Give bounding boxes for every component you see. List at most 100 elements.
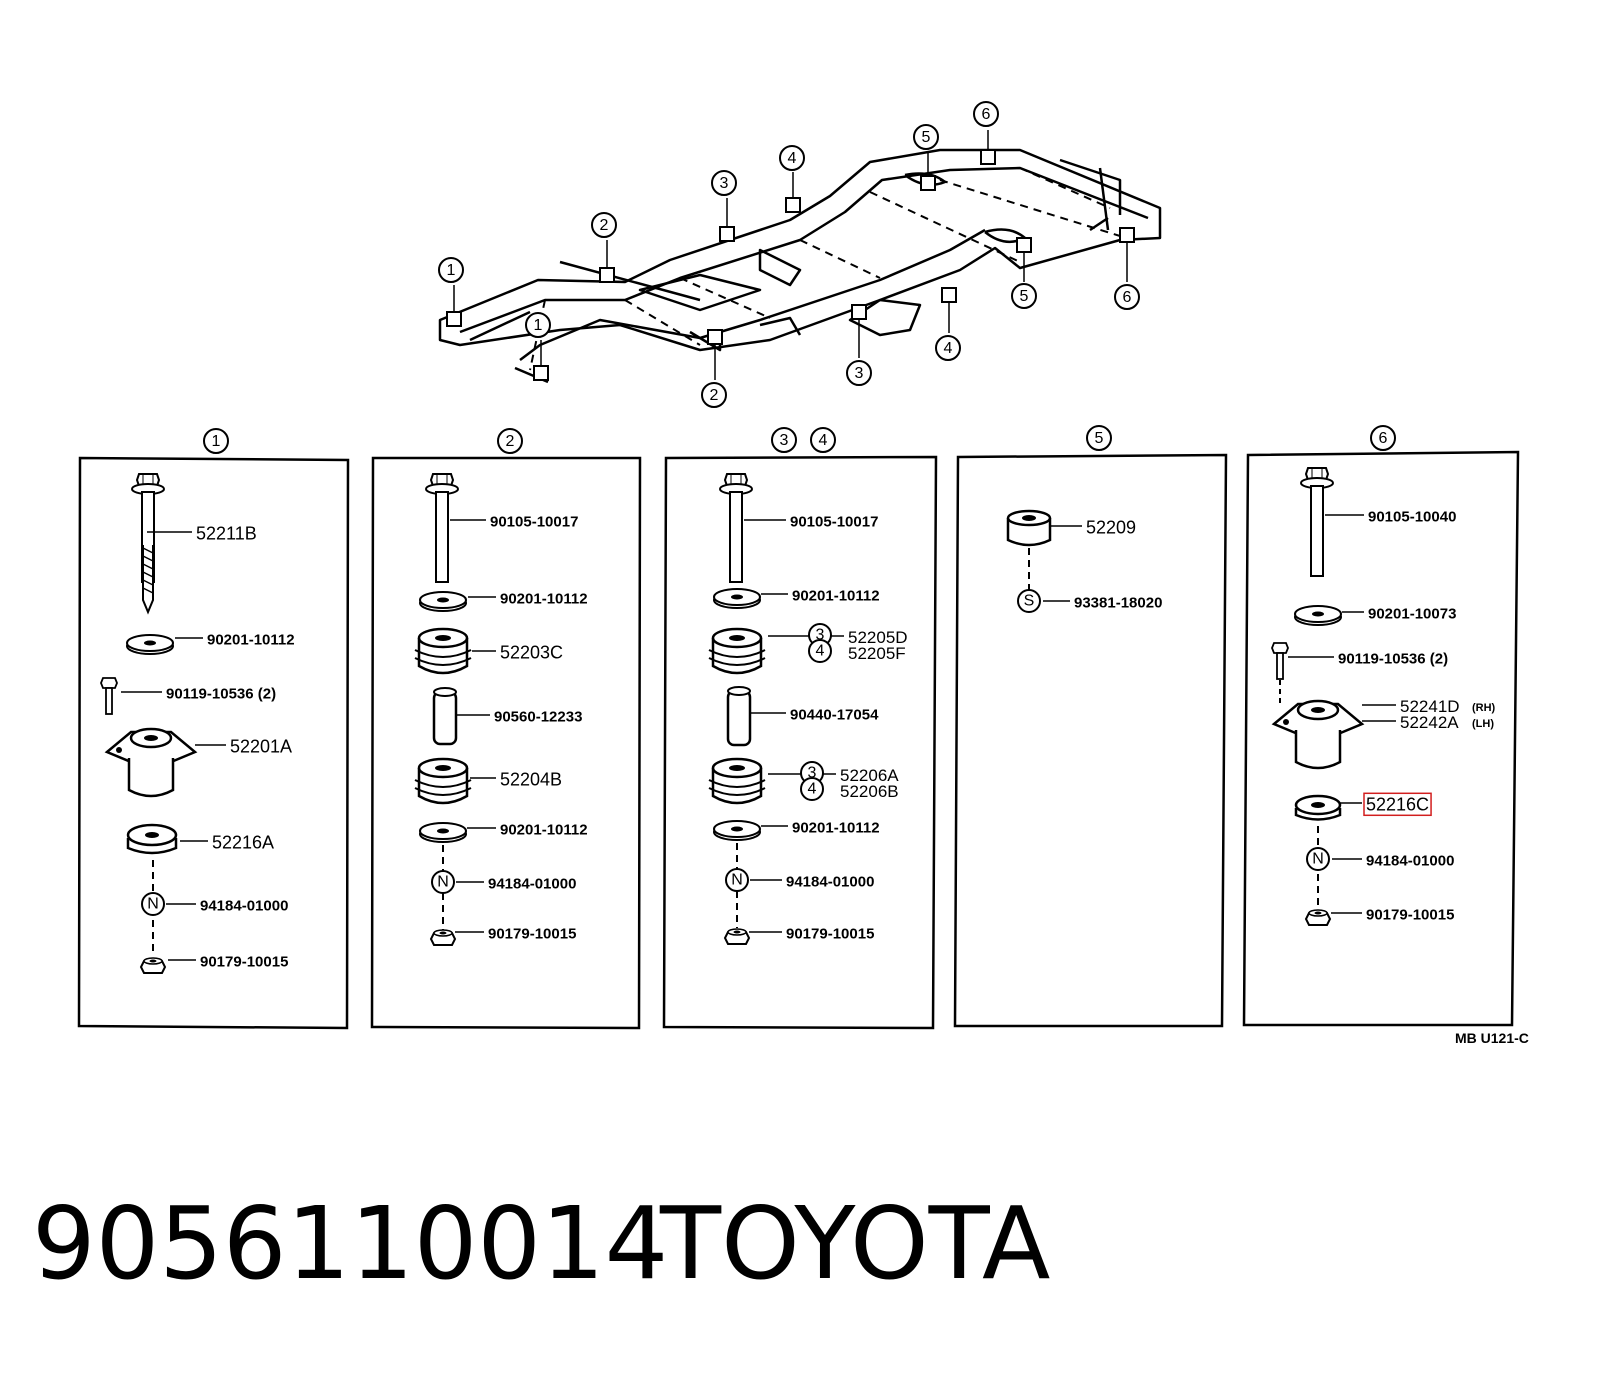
part-number-label: 52203C (500, 642, 563, 662)
part-number-label: 52205D (848, 628, 908, 647)
part-number-label: 52216A (212, 832, 274, 852)
symbol-n-icon: N (1306, 847, 1330, 871)
part-number-label: 94184-01000 (488, 875, 576, 892)
part-label: 52209 (1050, 517, 1136, 537)
position-mark-4: 4 (800, 777, 824, 801)
callout-number: 6 (1379, 430, 1388, 447)
callout-circle (725, 868, 749, 892)
part-number-label: 52204B (500, 769, 562, 789)
part-label: 52242A (LH) (1362, 713, 1494, 732)
frame-callout-2: 2 (701, 382, 727, 408)
part-number-label: 90201-10112 (500, 590, 588, 607)
part-label: 90179-10015 (168, 953, 288, 970)
callout-circle (973, 101, 999, 127)
part-label: 52201A (195, 736, 292, 756)
callout-circle (1114, 284, 1140, 310)
part-label: S 93381-18020 (1017, 589, 1162, 613)
callout-circle (1017, 589, 1041, 613)
side-label: (LH) (1472, 718, 1494, 730)
part-label: 52211B (147, 523, 257, 543)
callout-circle (935, 335, 961, 361)
part-number-label: 90560-12233 (494, 708, 582, 725)
callout-circle (913, 124, 939, 150)
part-label: 90201-10112 (175, 631, 295, 648)
part-label: 52216A (180, 832, 274, 852)
panel-header-1: 1 (203, 428, 229, 454)
callout-number: 3 (816, 627, 825, 644)
frame-callout-3: 3 (711, 170, 737, 196)
frame-mount-studs (446, 149, 1135, 381)
callout-number: N (437, 874, 449, 891)
part-label: 52241D(RH) (1362, 697, 1496, 716)
callout-circle (800, 777, 824, 801)
part-number-label: 52201A (230, 736, 292, 756)
callout-number: N (147, 896, 159, 913)
callout-number: 4 (808, 781, 817, 798)
part-number-label: 90201-10112 (500, 821, 588, 838)
part-label: 90105-10040 (1325, 508, 1456, 525)
part-label: 90105-10017 (450, 513, 578, 530)
callout-number: 4 (788, 150, 797, 167)
part-label: 90179-10015 (1331, 906, 1454, 923)
part-number-label: 90119-10536 (2) (1338, 650, 1448, 667)
frame-callout-6: 6 (973, 101, 999, 127)
part-label: 52216C (1340, 792, 1432, 817)
frame-callout-4: 4 (935, 335, 961, 361)
callout-circle (771, 427, 797, 453)
frame-hidden-lines (529, 167, 1121, 371)
part-number-label: 94184-01000 (786, 873, 874, 890)
frame-callout-4: 4 (779, 145, 805, 171)
callout-number: 4 (816, 643, 825, 660)
part-label: 90105-10017 (744, 513, 878, 530)
callout-number: S (1024, 593, 1035, 610)
callout-number: 5 (922, 129, 931, 146)
frame-callout-3: 3 (846, 360, 872, 386)
frame-callout-1: 1 (438, 257, 464, 283)
callout-circle (711, 170, 737, 196)
panel-boxes (77, 450, 1520, 1030)
part-label: 52204B (470, 769, 562, 789)
callout-circle (141, 892, 165, 916)
panel-1-parts (100, 473, 197, 974)
panel-header-3: 3 (771, 427, 797, 453)
part-label: 52203C (472, 642, 563, 662)
callout-circle (1370, 425, 1396, 451)
callout-number: 3 (855, 365, 864, 382)
panel-labels: 52211B 90201-10112 90119-10536 (2) 52201A 52… (121, 508, 1496, 970)
frame-callout-6: 6 (1114, 284, 1140, 310)
highlighted-part-label: 52216C (1366, 794, 1429, 814)
part-label: 90201-10112 (468, 590, 588, 607)
callout-number: 2 (600, 217, 609, 234)
frame-callout-5: 5 (913, 124, 939, 150)
callout-circle (591, 212, 617, 238)
part-number-label: 90201-10112 (792, 587, 880, 604)
part-label: 90201-10112 (761, 587, 880, 604)
callout-circle (1011, 283, 1037, 309)
part-label: 90560-12233 (456, 708, 582, 725)
part-number-label: 90179-10015 (786, 925, 874, 942)
part-label: 90440-17054 (750, 706, 879, 723)
part-number-label: 90179-10015 (200, 953, 288, 970)
footer: 9056110014 TOYOTA (32, 1185, 1050, 1302)
frame-callout-2: 2 (591, 212, 617, 238)
panel-5-parts (1006, 509, 1052, 592)
part-number-label: 52205F (848, 644, 906, 663)
part-label: 90119-10536 (2) (1288, 650, 1448, 667)
symbol-n-icon: N (431, 870, 455, 894)
frame-illustration (438, 148, 1162, 384)
highlight-box (1363, 792, 1432, 817)
callout-circle (810, 427, 836, 453)
callout-number: 1 (212, 433, 221, 450)
part-number-label: 52242A (1400, 713, 1459, 732)
callout-number: 2 (710, 387, 719, 404)
callout-number: N (731, 872, 743, 889)
part-number-label: 90105-10040 (1368, 508, 1456, 525)
callout-circle (846, 360, 872, 386)
callout-circle (808, 639, 832, 663)
part-number-label: 93381-18020 (1074, 594, 1162, 611)
